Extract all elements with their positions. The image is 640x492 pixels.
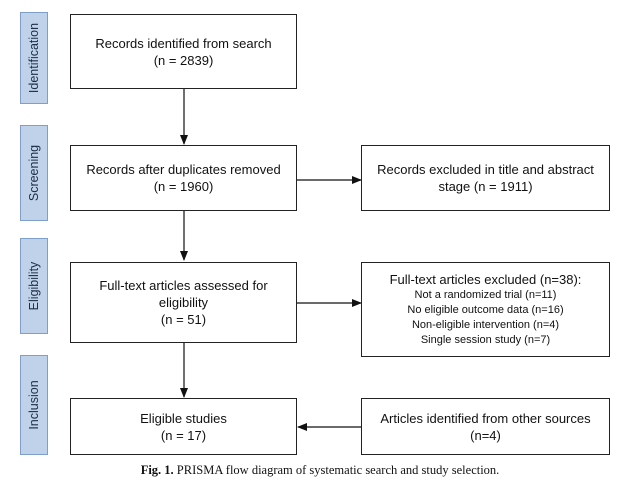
after-duplicates-count: (n = 1960) [153,179,214,194]
eligible-studies-count: (n = 17) [160,427,207,443]
other-sources-count: (n=4) [470,427,501,443]
stage-identification: Identification [20,12,48,104]
records-identified-label: Records identified from search [95,35,272,51]
figure-caption-text: PRISMA flow diagram of systematic search… [173,463,500,477]
box-records-identified: Records identified from search (n = 2839… [70,14,297,89]
box-excluded-title-abstract: Records excluded in title and abstract s… [361,145,610,211]
records-identified-count: (n = 2839) [153,52,214,68]
excluded-title-count: stage (n = 1911) [438,179,533,194]
other-sources-label: Articles identified from other sources [380,410,591,426]
figure-caption: Fig. 1. PRISMA flow diagram of systemati… [0,463,640,478]
stage-eligibility: Eligibility [20,238,48,334]
box-fulltext-assessed: Full-text articles assessed for eligibil… [70,262,297,343]
box-other-sources: Articles identified from other sources (… [361,398,610,455]
exclusion-reason: Single session study (n=7) [420,334,551,346]
box-after-duplicates: Records after duplicates removed (n = 19… [70,145,297,211]
box-fulltext-excluded: Full-text articles excluded (n=38): Not … [361,262,610,357]
exclusion-reason: No eligible outcome data (n=16) [407,304,564,316]
stage-screening: Screening [20,125,48,221]
exclusion-reason: Not a randomized trial (n=11) [414,289,557,301]
fulltext-assessed-label-2: eligibility [158,295,209,310]
box-eligible-studies: Eligible studies (n = 17) [70,398,297,455]
fulltext-assessed-label: Full-text articles assessed for [99,278,268,293]
excluded-title-label: Records excluded in title and abstract [377,162,594,177]
fulltext-excluded-title: Full-text articles excluded (n=38): [389,272,582,287]
fulltext-assessed-count: (n = 51) [160,312,207,327]
stage-inclusion: Inclusion [20,355,48,455]
figure-caption-label: Fig. 1. [140,463,174,477]
eligible-studies-label: Eligible studies [140,410,227,426]
exclusion-reason: Non-eligible intervention (n=4) [411,319,560,331]
after-duplicates-label: Records after duplicates removed [86,162,281,177]
